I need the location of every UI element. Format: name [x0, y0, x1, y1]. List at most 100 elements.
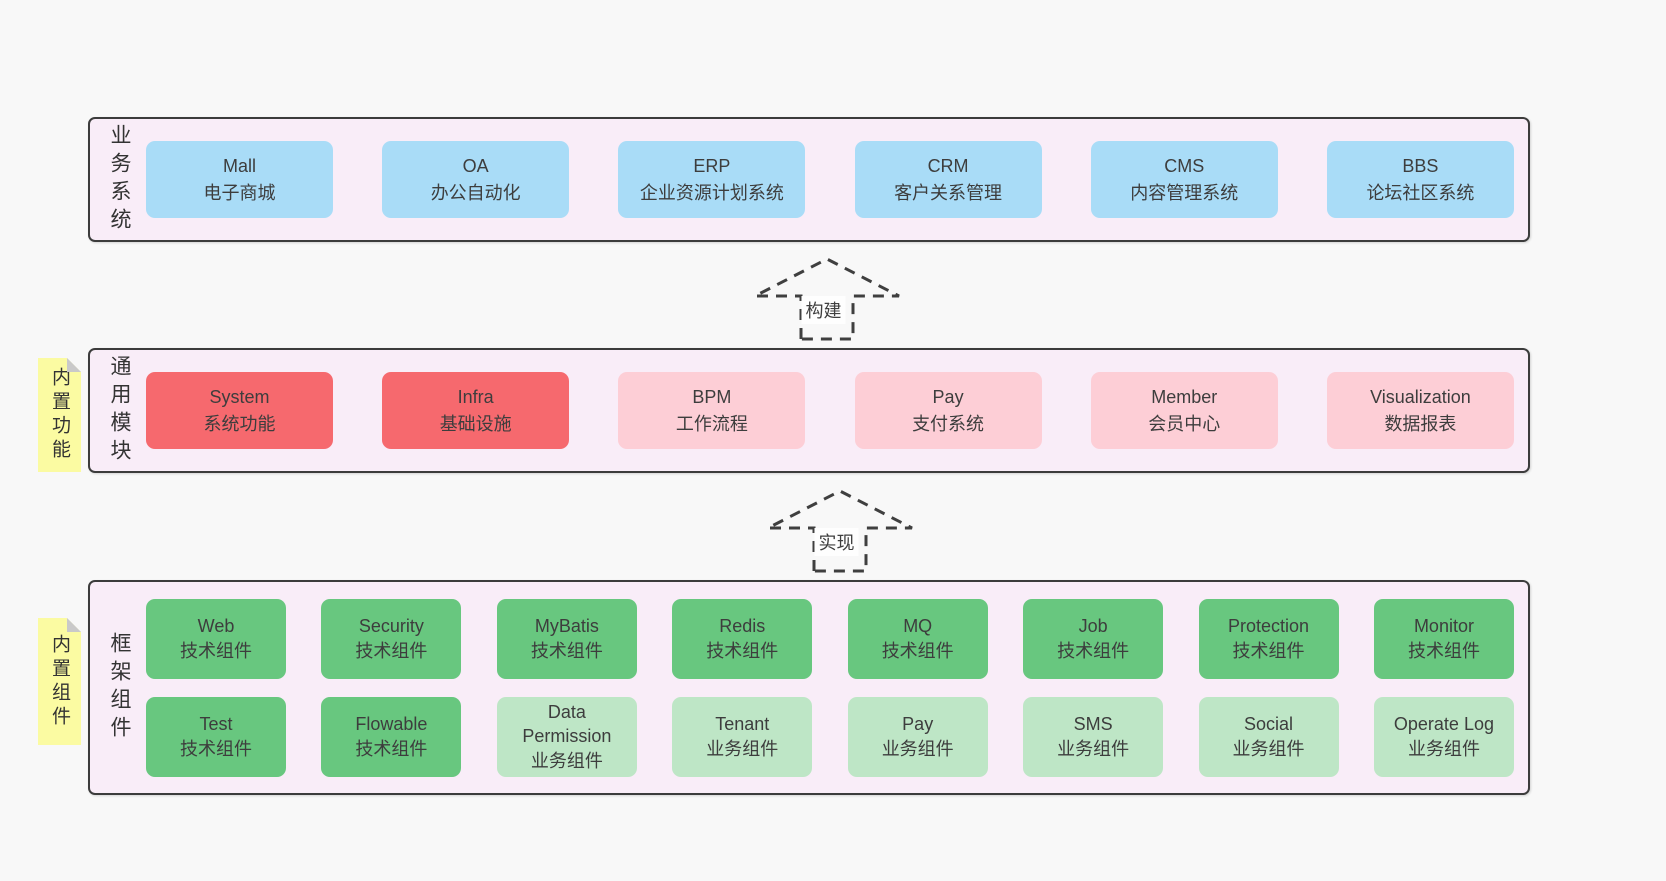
sticky-fold-icon [67, 358, 81, 372]
box-name: BBS [1402, 156, 1439, 177]
box-name: Monitor [1413, 616, 1474, 637]
box-name: Test [199, 714, 233, 735]
box-desc: 论坛社区系统 [1366, 182, 1475, 203]
box-name: Operate Log [1393, 714, 1494, 735]
box-desc: 会员中心 [1148, 413, 1221, 434]
box-name: Social [1244, 714, 1294, 735]
box-name: Pay [902, 714, 934, 735]
box-desc: 系统功能 [203, 413, 276, 434]
box-desc: 业务组件 [1057, 738, 1130, 759]
box-name: Web [197, 616, 235, 637]
box-operate-log: Operate Log 业务组件 [1373, 696, 1514, 777]
box-protection: Protection 技术组件 [1198, 598, 1339, 679]
sticky-builtin-components-label: 内置组件 [49, 633, 70, 730]
box-name: Redis [719, 616, 766, 637]
box-desc: 技术组件 [706, 640, 779, 661]
box-data-permission: Data Permission 业务组件 [496, 696, 637, 777]
band-business-systems: 业务系统 Mall 电子商城 OA 办公自动化 ERP 企业资源计划系统 CRM… [88, 117, 1530, 242]
box-bbs: BBS 论坛社区系统 [1326, 141, 1514, 218]
arrow-build: 构建 [752, 256, 902, 342]
box-name: Infra [457, 387, 494, 408]
box-name: SMS [1073, 714, 1113, 735]
arrow-implement-label: 实现 [814, 528, 859, 556]
box-name: Data Permission [522, 702, 612, 747]
band-components-boxes: Web 技术组件 Security 技术组件 MyBatis 技术组件 Redi… [146, 582, 1514, 793]
arrow-build-label: 构建 [801, 296, 846, 324]
box-name: Protection [1228, 616, 1310, 637]
box-oa: OA 办公自动化 [382, 141, 570, 218]
box-mq: MQ 技术组件 [847, 598, 988, 679]
box-bpm: BPM 工作流程 [618, 372, 806, 449]
box-job: Job 技术组件 [1023, 598, 1164, 679]
box-name: Mall [222, 156, 256, 177]
box-desc: 技术组件 [881, 640, 954, 661]
box-cms: CMS 内容管理系统 [1090, 141, 1278, 218]
box-social: Social 业务组件 [1198, 696, 1339, 777]
box-desc: 数据报表 [1384, 413, 1457, 434]
box-desc: 业务组件 [1232, 738, 1305, 759]
sticky-builtin-features-label: 内置功能 [49, 367, 70, 463]
box-desc: 技术组件 [180, 738, 252, 759]
box-desc: 企业资源计划系统 [639, 182, 784, 203]
box-monitor: Monitor 技术组件 [1373, 598, 1514, 679]
box-desc: 业务组件 [706, 738, 779, 759]
sticky-builtin-components: 内置组件 [38, 618, 81, 745]
box-desc: 电子商城 [203, 182, 276, 203]
box-name: CRM [927, 156, 969, 177]
box-infra: Infra 基础设施 [382, 372, 570, 449]
sticky-fold-icon [67, 618, 81, 632]
box-name: Security [358, 616, 424, 637]
box-desc: 工作流程 [675, 413, 748, 434]
box-name: ERP [693, 156, 731, 177]
box-mall: Mall 电子商城 [146, 141, 333, 218]
box-desc: 技术组件 [1057, 640, 1130, 661]
box-desc: 支付系统 [912, 413, 985, 434]
band-common-modules: 通用模块 System 系统功能 Infra 基础设施 BPM 工作流程 Pay… [88, 348, 1530, 473]
box-desc: 业务组件 [881, 738, 954, 759]
box-name: Tenant [715, 714, 770, 735]
box-name: Pay [932, 387, 964, 408]
box-crm: CRM 客户关系管理 [854, 141, 1042, 218]
box-name: MyBatis [534, 616, 599, 637]
box-desc: 技术组件 [530, 640, 603, 661]
box-flowable: Flowable 技术组件 [321, 696, 462, 777]
box-member: Member 会员中心 [1090, 372, 1278, 449]
band-modules-label: 通用模块 [108, 354, 131, 467]
components-row-1: Web 技术组件 Security 技术组件 MyBatis 技术组件 Redi… [146, 598, 1514, 679]
box-name: Flowable [355, 714, 428, 735]
box-redis: Redis 技术组件 [672, 598, 813, 679]
box-pay-system: Pay 支付系统 [854, 372, 1042, 449]
box-name: BPM [692, 387, 732, 408]
box-web: Web 技术组件 [146, 598, 286, 679]
box-desc: 业务组件 [530, 750, 603, 771]
up-arrow-icon [767, 489, 913, 573]
components-row-2: Test 技术组件 Flowable 技术组件 Data Permission … [146, 696, 1514, 777]
box-erp: ERP 企业资源计划系统 [618, 141, 806, 218]
sticky-builtin-features: 内置功能 [38, 358, 81, 472]
box-desc: 技术组件 [355, 640, 428, 661]
box-desc: 技术组件 [1232, 640, 1305, 661]
box-visualization: Visualization 数据报表 [1326, 372, 1514, 449]
box-name: Member [1151, 387, 1218, 408]
box-sms: SMS 业务组件 [1023, 696, 1164, 777]
box-name: Job [1078, 616, 1108, 637]
box-name: MQ [903, 616, 933, 637]
up-arrow-icon [754, 257, 900, 341]
box-tenant: Tenant 业务组件 [672, 696, 813, 777]
box-name: System [209, 387, 270, 408]
box-desc: 内容管理系统 [1130, 182, 1239, 203]
box-desc: 技术组件 [180, 640, 252, 661]
box-mybatis: MyBatis 技术组件 [496, 598, 637, 679]
box-name: CMS [1164, 156, 1205, 177]
box-desc: 业务组件 [1407, 738, 1480, 759]
box-desc: 技术组件 [1407, 640, 1480, 661]
band-business-boxes: Mall 电子商城 OA 办公自动化 ERP 企业资源计划系统 CRM 客户关系… [146, 119, 1514, 240]
box-security: Security 技术组件 [321, 598, 462, 679]
box-name: Visualization [1370, 387, 1471, 408]
box-desc: 办公自动化 [430, 182, 521, 203]
box-desc: 基础设施 [439, 413, 512, 434]
arrow-implement: 实现 [765, 488, 915, 574]
band-framework-components: 框架组件 Web 技术组件 Security 技术组件 MyBatis 技术组件… [88, 580, 1530, 795]
box-pay-component: Pay 业务组件 [847, 696, 988, 777]
